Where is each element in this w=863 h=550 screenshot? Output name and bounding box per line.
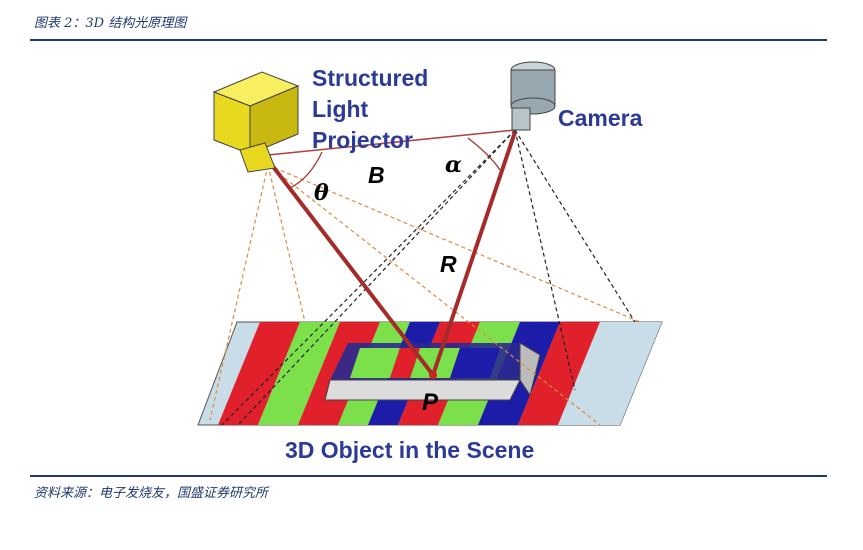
stripe-light-end	[558, 322, 662, 425]
baseline-label: B	[368, 162, 385, 188]
top-rule	[30, 39, 827, 41]
projector-ray	[266, 158, 435, 377]
alpha-label: α	[445, 152, 462, 178]
theta-label: θ	[314, 180, 329, 206]
baseline-line	[267, 129, 516, 156]
camera-device	[510, 61, 556, 131]
figure-caption: 图表 2：3D 结构光原理图	[34, 16, 187, 31]
stripe-red-4	[518, 322, 600, 425]
projector-label-line2: Light	[312, 96, 369, 122]
projector-label-line3: Projector	[312, 127, 413, 153]
scene-label: 3D Object in the Scene	[285, 437, 534, 463]
point-label: P	[422, 389, 439, 416]
camera-label: Camera	[558, 105, 643, 131]
alpha-arc	[467, 137, 501, 171]
range-label: R	[440, 251, 457, 277]
projector-device	[212, 71, 300, 173]
source-note: 资料来源：电子发烧友，国盛证券研究所	[34, 486, 269, 501]
bottom-rule	[30, 475, 827, 477]
stripe-green-1	[258, 322, 340, 425]
stripe-red-1	[218, 322, 300, 425]
camera-cone	[221, 129, 636, 426]
projector-label-line1: Structured	[312, 65, 428, 91]
projector-cone	[209, 164, 641, 426]
theta-arc	[289, 151, 323, 189]
point-p-marker	[429, 371, 437, 379]
camera-ray	[431, 131, 517, 376]
